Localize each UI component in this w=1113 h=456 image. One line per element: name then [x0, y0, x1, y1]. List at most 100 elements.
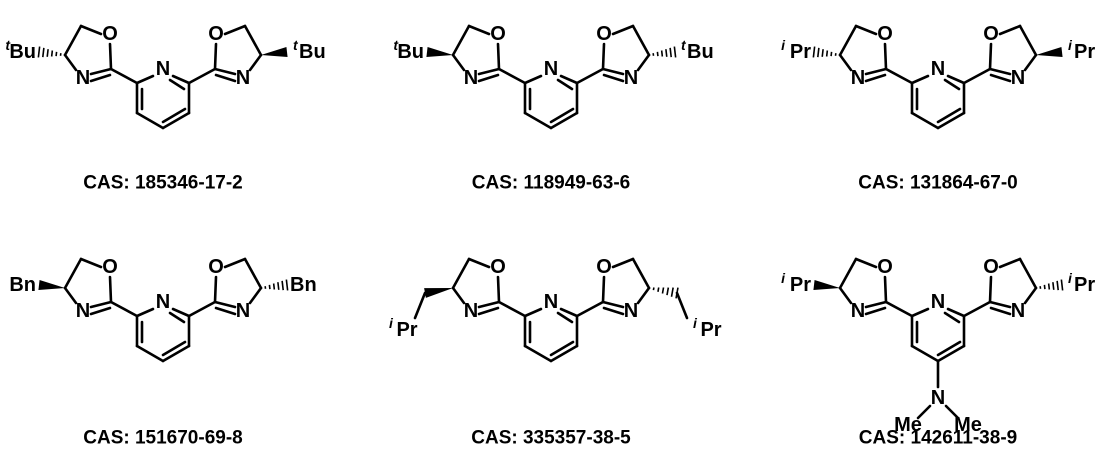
left-oxazoline: NO Pri — [781, 256, 914, 322]
wedge-bond — [424, 288, 453, 298]
substituent-name: Pr — [790, 41, 811, 63]
bond — [854, 24, 878, 36]
ring-double-bond — [168, 311, 186, 324]
oxazoline-oxygen: O — [983, 23, 999, 45]
bond — [89, 67, 113, 76]
ring-double-bond — [943, 78, 961, 91]
oxazoline-oxygen: O — [208, 256, 224, 278]
left-substituent-label: Pri — [781, 270, 811, 296]
bond — [496, 275, 501, 304]
pyridine-nitrogen: N — [156, 58, 170, 80]
ring-bond — [171, 74, 191, 85]
bond — [451, 286, 466, 305]
bond — [883, 275, 888, 304]
cas-number-label: CAS: 118949-63-6 — [472, 173, 630, 194]
ring-bond — [559, 307, 579, 318]
oxazoline-nitrogen: N — [76, 300, 90, 322]
hash-bond — [264, 279, 289, 291]
cas-number-label: CAS: 131864-67-0 — [858, 173, 1017, 194]
ring-double-bond — [477, 306, 500, 316]
substituent-prefix: t — [293, 37, 299, 53]
bond — [451, 53, 466, 72]
oxazoline-oxygen: O — [102, 23, 118, 45]
bond — [962, 300, 992, 318]
ring-bond — [523, 344, 553, 363]
hash-stroke — [1060, 279, 1064, 291]
bond — [213, 67, 237, 76]
bond — [451, 257, 471, 290]
bond — [79, 257, 103, 269]
hash-stroke — [665, 49, 668, 57]
oxazoline-oxygen: O — [877, 256, 893, 278]
ring-double-bond — [864, 73, 887, 83]
ring-bond — [559, 74, 579, 85]
bond — [675, 291, 689, 320]
ring-double-bond — [989, 306, 1012, 316]
hash-stroke — [37, 46, 41, 58]
bond — [884, 300, 914, 318]
oxazoline-nitrogen: N — [851, 300, 865, 322]
pyridine-nitrogen: N — [931, 291, 945, 313]
wedge-bond — [813, 280, 840, 290]
ring-bond — [936, 344, 966, 363]
substituent-prefix: i — [389, 315, 394, 331]
oxazoline-nitrogen: N — [464, 300, 478, 322]
substituent-name: Pr — [790, 274, 811, 296]
bond — [1023, 286, 1038, 305]
bond — [187, 67, 217, 85]
bond — [248, 53, 263, 72]
substituent-name: Bu — [9, 41, 36, 63]
bond — [916, 404, 932, 420]
bond — [601, 42, 606, 71]
bond — [213, 275, 218, 304]
hash-stroke — [46, 49, 49, 57]
ring-double-bond — [89, 73, 112, 83]
hash-stroke — [673, 46, 677, 58]
hash-stroke — [666, 287, 670, 296]
substituent-name: Pr — [1074, 274, 1095, 296]
ring-bond — [910, 307, 930, 318]
ring-bond — [171, 307, 191, 318]
hash-stroke — [1047, 283, 1051, 290]
bond — [243, 257, 263, 290]
hash-stroke — [821, 49, 824, 57]
cas-number-label: CAS: 185346-17-2 — [83, 173, 242, 194]
substituent-name: Pr — [700, 319, 721, 341]
bond — [601, 300, 625, 309]
ring-double-bond — [989, 73, 1012, 83]
left-substituent-label: Pri — [781, 37, 811, 63]
ring-double-bond — [556, 311, 574, 324]
amine-nitrogen: N — [931, 387, 945, 409]
bond — [477, 67, 501, 76]
bond — [63, 286, 78, 305]
bond — [854, 257, 878, 269]
pyridine-nitrogen: N — [544, 291, 558, 313]
hash-stroke — [825, 50, 829, 57]
wedge-bond — [38, 280, 65, 290]
hash-stroke — [42, 47, 45, 58]
ring-double-bond — [214, 306, 237, 316]
oxazoline-oxygen: O — [208, 23, 224, 45]
bond — [998, 24, 1022, 36]
ring-double-bond — [214, 73, 237, 83]
bond — [108, 275, 113, 304]
ring-bond — [946, 307, 966, 318]
bond — [998, 257, 1022, 269]
ring-bond — [936, 111, 966, 130]
substituent-prefix: i — [1068, 37, 1073, 53]
oxazoline-oxygen: O — [596, 23, 612, 45]
bond — [838, 257, 858, 290]
bond — [213, 42, 218, 71]
methyl-label: Me — [894, 414, 922, 436]
oxazoline-oxygen: O — [490, 23, 506, 45]
ring-double-bond — [864, 306, 887, 316]
hash-stroke — [817, 47, 820, 58]
cas-number-label: CAS: 142611-38-9 — [859, 428, 1017, 449]
bond — [109, 300, 139, 318]
hash-stroke — [1056, 280, 1059, 291]
bond — [79, 24, 103, 36]
ring-bond — [946, 74, 966, 85]
